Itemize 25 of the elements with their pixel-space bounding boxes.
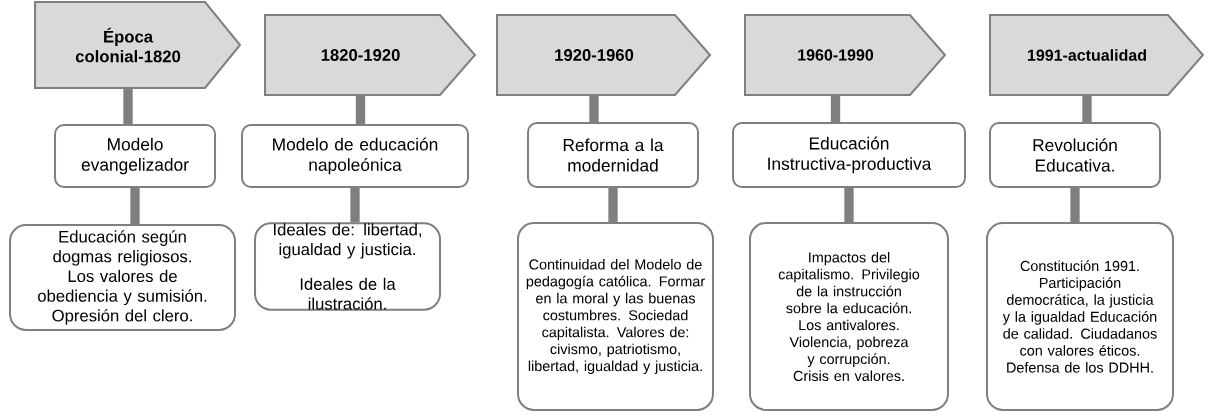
model-box: Modelo evangelizador bbox=[54, 124, 216, 188]
description-box: Constitución 1991. Participación democrática, la justicia y la igualdad Educación de calidad. Ciudadanos con valores éticos. Defensa de los DDHH. bbox=[986, 222, 1174, 411]
connector bbox=[1070, 188, 1080, 222]
period-banner: 1820-1920 bbox=[264, 14, 477, 96]
description-box: Continuidad del Modelo de pedagogía católica. Formar en la moral y las buenas costumbres. Sociedad capitalista. Valores de: civismo, patriotismo, libertad, igualdad y justicia. bbox=[517, 222, 714, 411]
connector bbox=[589, 95, 599, 122]
connector bbox=[130, 188, 140, 224]
connector bbox=[844, 188, 854, 222]
connector bbox=[1082, 95, 1092, 122]
period-banner: 1960-1990 bbox=[744, 14, 947, 96]
model-box: Reforma a la modernidad bbox=[527, 122, 699, 188]
connector bbox=[123, 88, 133, 124]
description-box: Educación según dogmas religiosos. Los valores de obediencia y sumisión. Opresión del clero. bbox=[9, 224, 236, 331]
connector bbox=[830, 95, 841, 122]
connector bbox=[355, 95, 366, 124]
connector bbox=[350, 188, 360, 223]
model-box: Educación Instructiva-productiva bbox=[732, 122, 966, 188]
model-box: Revolución Educativa. bbox=[989, 122, 1161, 188]
period-banner: 1920-1960 bbox=[496, 14, 712, 96]
connector bbox=[608, 188, 618, 222]
description-box: Impactos del capitalismo. Privilegio de la instrucción sobre la educación. Los antivalores. Violencia, pobreza y corrupción. Crisis en valores. bbox=[749, 222, 949, 411]
description-box: Ideales de: libertad, igualdad y justicia. Ideales de la ilustración. bbox=[254, 222, 441, 311]
period-banner: Época colonial-1820 bbox=[34, 1, 242, 89]
model-box: Modelo de educación napoleónica bbox=[241, 124, 469, 188]
period-banner: 1991-actualidad bbox=[989, 14, 1205, 96]
